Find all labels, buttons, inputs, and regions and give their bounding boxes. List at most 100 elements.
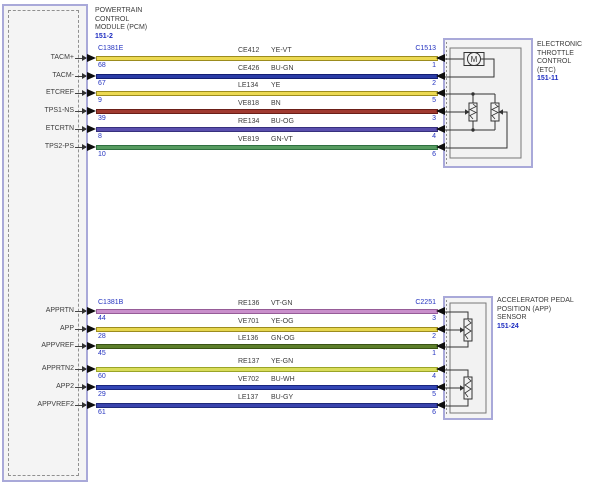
pcm-pin-number: 28 <box>98 333 106 340</box>
pcm-pin-label: APPVREF2 <box>37 401 74 408</box>
wire-band <box>96 109 438 114</box>
circuit-id: VE702 <box>238 376 260 383</box>
lead-line <box>75 58 86 59</box>
connector-arrow-icon <box>87 143 96 151</box>
pcm-pin-label: ETCRTN <box>45 125 74 132</box>
wire-band <box>96 403 438 408</box>
pcm-pin-number: 9 <box>98 97 102 104</box>
wire-color-code: VT-GN <box>271 300 293 307</box>
circuit-id: CE426 <box>238 65 260 72</box>
pcm-pin-number: 8 <box>98 133 102 140</box>
wire-band <box>96 309 438 314</box>
pcm-pin-label: ETCREF <box>46 89 74 96</box>
dest-pin-number: 1 <box>432 62 436 69</box>
wire-band <box>96 344 438 349</box>
wire-color-code: BU-OG <box>271 118 294 125</box>
pcm-pin-label: TPS2-PS <box>44 143 74 150</box>
wire-color-code: GN-VT <box>271 136 293 143</box>
lead-arrow-icon <box>82 108 87 114</box>
lead-arrow-icon <box>82 366 87 372</box>
lead-arrow-icon <box>82 55 87 61</box>
connector-arrow-icon <box>436 307 445 315</box>
wire-band <box>96 127 438 132</box>
connector-arrow-icon <box>436 125 445 133</box>
lead-arrow-icon <box>82 73 87 79</box>
pcm-pin-number: 39 <box>98 115 106 122</box>
dest-pin-number: 5 <box>432 97 436 104</box>
wire-band <box>96 367 438 372</box>
connector-arrow-icon <box>436 72 445 80</box>
dest-pin-number: 2 <box>432 333 436 340</box>
connector-arrow-icon <box>436 383 445 391</box>
app-internal-circuit <box>443 300 487 416</box>
wire-color-code: YE-GN <box>271 358 294 365</box>
lead-line <box>75 387 86 388</box>
wire-color-code: BU-GY <box>271 394 294 401</box>
wire-color-code: GN-OG <box>271 335 295 342</box>
lead-arrow-icon <box>82 144 87 150</box>
dest-pin-number: 3 <box>432 115 436 122</box>
lead-line <box>75 147 86 148</box>
dest-pin-number: 1 <box>432 350 436 357</box>
pcm-pin-number: 68 <box>98 62 106 69</box>
dest-pin-number: 6 <box>432 151 436 158</box>
pcm-pin-label: APP <box>59 325 74 332</box>
pcm-pin-label: TACM- <box>52 72 74 79</box>
circuit-id: VE818 <box>238 100 260 107</box>
connector-arrow-icon <box>87 383 96 391</box>
wire-band <box>96 385 438 390</box>
wire-band <box>96 56 438 61</box>
wire-color-code: YE <box>271 82 281 89</box>
connector-arrow-icon <box>436 54 445 62</box>
connector-arrow-icon <box>436 89 445 97</box>
wiper-arrow-icon <box>498 109 503 115</box>
pcm-pin-number: 61 <box>98 409 106 416</box>
circuit-id: CE412 <box>238 47 260 54</box>
circuit-id: LE137 <box>238 394 259 401</box>
connector-arrow-icon <box>87 107 96 115</box>
connector-arrow-icon <box>87 72 96 80</box>
wiper-arrow-icon <box>465 109 470 115</box>
connector-label-c1513: C1513 <box>415 45 436 52</box>
lead-arrow-icon <box>82 384 87 390</box>
pcm-pin-number: 44 <box>98 315 106 322</box>
wiper-arrow-icon <box>460 385 465 391</box>
dest-pin-number: 2 <box>432 80 436 87</box>
etc-internal-circuit: M <box>443 42 522 164</box>
connector-arrow-icon <box>87 307 96 315</box>
connector-arrow-icon <box>87 342 96 350</box>
wire-color-code: BU-GN <box>271 65 294 72</box>
connector-arrow-icon <box>436 401 445 409</box>
pcm-pin-label: TACM+ <box>50 54 74 61</box>
wire-color-code: YE-VT <box>271 47 292 54</box>
lead-line <box>75 311 86 312</box>
lead-arrow-icon <box>82 308 87 314</box>
pcm-pin-number: 10 <box>98 151 106 158</box>
wire-band <box>96 327 438 332</box>
dest-pin-number: 6 <box>432 409 436 416</box>
pcm-pin-number: 60 <box>98 373 106 380</box>
connector-arrow-icon <box>87 365 96 373</box>
motor-label: M <box>471 55 478 64</box>
lead-line <box>75 329 86 330</box>
lead-arrow-icon <box>82 343 87 349</box>
lead-line <box>75 93 86 94</box>
etc-ref-number: 151-11 <box>537 75 559 82</box>
connector-arrow-icon <box>436 143 445 151</box>
dest-pin-number: 4 <box>432 373 436 380</box>
circuit-id: RE137 <box>238 358 260 365</box>
connector-label-c1381b: C1381B <box>98 299 124 306</box>
connector-label-c1381e: C1381E <box>98 45 124 52</box>
connector-arrow-icon <box>87 89 96 97</box>
dest-pin-number: 5 <box>432 391 436 398</box>
pcm-pin-label: APP2 <box>56 383 74 390</box>
connector-arrow-icon <box>87 325 96 333</box>
circuit-id: RE134 <box>238 118 260 125</box>
wire-color-code: BU-WH <box>271 376 295 383</box>
pcm-ref-number: 151-2 <box>95 32 113 40</box>
circuit-id: LE136 <box>238 335 259 342</box>
pcm-pin-label: APPRTN <box>45 307 74 314</box>
connector-arrow-icon <box>436 342 445 350</box>
app-title-block: ACCELERATOR PEDAL POSITION (APP) SENSOR … <box>497 297 597 331</box>
